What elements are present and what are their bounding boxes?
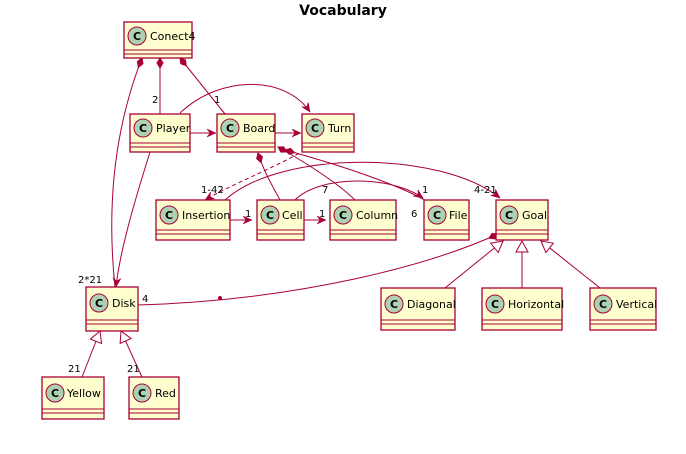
mult-board-file: 1 [422,185,428,196]
class-yellow[interactable]: C Yellow [41,376,105,420]
class-c-letter: C [133,30,141,43]
mult-disk-red: 21 [127,364,140,375]
class-column[interactable]: C Column [329,199,398,241]
edge-board-file [284,147,431,204]
class-conect4[interactable]: C Conect4 [123,21,196,59]
class-c-icon [384,294,404,314]
class-c-icon [159,205,179,225]
mult-board-column: 7 [322,185,328,196]
class-c-icon [132,383,152,403]
class-c-icon [485,294,505,314]
mult-turn-goal: 4-21 [474,185,497,196]
class-name-insertion: Insertion [182,209,230,222]
class-c-letter: C [433,209,441,222]
mult-goal-disk: 4 [142,294,148,305]
class-c-icon [427,205,447,225]
edge-player-turn [179,84,311,114]
mult-conect4-disk: 2*21 [78,275,102,286]
edge-cell-file [294,180,423,201]
mult-insertion-cell: 1 [245,209,251,220]
edge-conect4-board [179,57,226,115]
class-name-conect4: Conect4 [150,30,196,43]
class-c-letter: C [226,122,234,135]
class-c-letter: C [311,122,319,135]
class-c-letter: C [51,387,59,400]
class-c-icon [220,118,240,138]
class-name-file: File [449,209,468,222]
class-name-goal: Goal [522,209,547,222]
class-name-board: Board [243,122,275,135]
edge-board-cell [256,152,281,201]
class-name-diagonal: Diagonal [407,298,456,311]
class-cell[interactable]: C Cell [256,199,305,241]
class-diagonal[interactable]: C Diagonal [380,287,456,331]
class-name-player: Player [156,122,191,135]
edge-goal-disk [137,232,499,306]
class-c-icon [499,205,519,225]
class-c-icon [260,205,280,225]
edge-insertion-goal [224,161,500,201]
class-c-letter: C [390,298,398,311]
class-board[interactable]: C Board [216,113,276,153]
class-c-icon [333,205,353,225]
edge-yellow-disk [81,330,103,378]
class-c-letter: C [139,122,147,135]
class-name-cell: Cell [282,209,303,222]
class-name-red: Red [155,387,176,400]
class-c-icon [127,26,147,46]
class-disk[interactable]: C Disk [85,286,139,332]
class-c-letter: C [491,298,499,311]
edge-red-disk [119,330,143,378]
class-horizontal[interactable]: C Horizontal [481,287,564,331]
class-name-column: Column [356,209,398,222]
mult-cell-column: 1 [319,209,325,220]
multiplicity-labels: 2 1 1-42 1 4-21 7 1 1 6 2*21 4 21 21 [68,95,497,375]
mult-insertion-goal: 1-42 [201,185,224,196]
class-insertion[interactable]: C Insertion [155,199,231,241]
class-vertical[interactable]: C Vertical [589,287,657,331]
mult-board-file-6: 6 [411,209,417,220]
class-name-vertical: Vertical [616,298,657,311]
class-red[interactable]: C Red [128,376,180,420]
edge-diagonal-goal [444,240,504,289]
mult-conect4-player: 2 [152,95,158,106]
edge-vertical-goal [540,240,601,289]
class-c-icon [305,118,325,138]
class-c-letter: C [165,209,173,222]
class-c-letter: C [138,387,146,400]
diagram-title: Vocabulary [299,3,387,19]
class-c-icon [45,383,65,403]
edge-player-disk [116,151,151,287]
class-file[interactable]: C File [423,199,470,241]
class-c-letter: C [95,297,103,310]
class-c-letter: C [505,209,513,222]
edge-conect4-disk [111,57,144,288]
class-goal[interactable]: C Goal [495,199,549,241]
mult-conect4-board: 1 [214,95,220,106]
class-c-icon [593,294,613,314]
edge-goal-disk-dot [218,296,222,300]
class-name-turn: Turn [327,122,351,135]
class-player[interactable]: C Player [129,113,191,153]
class-c-icon [89,293,109,313]
class-turn[interactable]: C Turn [301,113,355,153]
class-name-yellow: Yellow [66,387,101,400]
edges [81,57,601,378]
class-name-disk: Disk [112,297,136,310]
class-c-letter: C [339,209,347,222]
class-name-horizontal: Horizontal [508,298,564,311]
class-c-letter: C [599,298,607,311]
mult-disk-yellow: 21 [68,364,81,375]
class-c-letter: C [266,209,274,222]
edge-board-column [277,146,356,201]
class-c-icon [133,118,153,138]
